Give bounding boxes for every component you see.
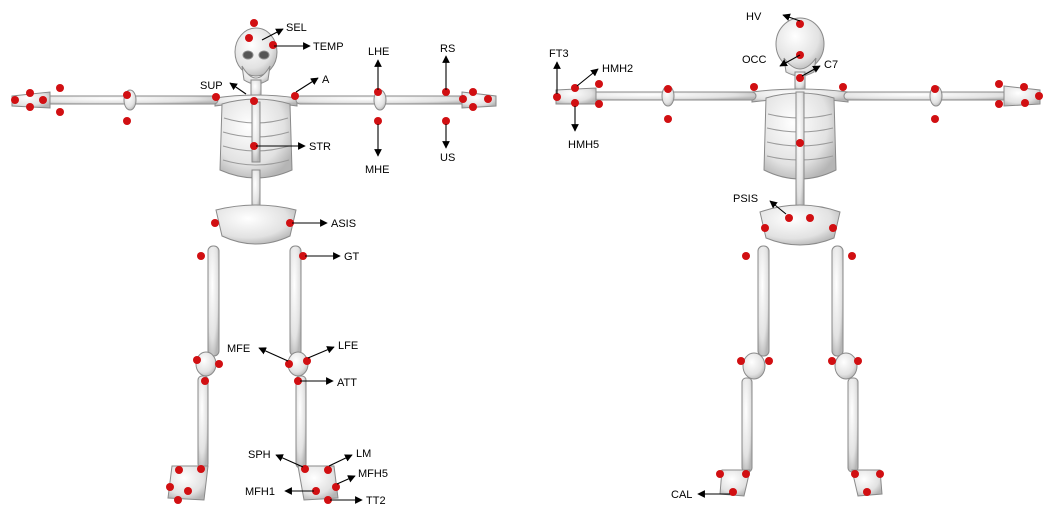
marker-lfe (303, 357, 311, 365)
marker-mfe-left (215, 360, 223, 368)
label-att: ATT (337, 377, 357, 389)
marker-gt-left (197, 252, 205, 260)
marker-foot-l-3 (174, 496, 182, 504)
marker-lm (324, 466, 332, 474)
posterior-skeleton (556, 18, 1040, 496)
marker-hand-post-r-2 (995, 100, 1003, 108)
label-rs: RS (440, 43, 455, 55)
marker-elbow-r-2 (931, 115, 939, 123)
marker-psis (785, 214, 793, 222)
label-lm: LM (356, 448, 371, 460)
marker-hand-post-r-4 (1021, 99, 1029, 107)
marker-knee-post-l-1 (737, 357, 745, 365)
label-sup: SUP (200, 80, 223, 92)
label-tt2: TT2 (366, 495, 386, 507)
label-mfh1: MFH1 (245, 486, 275, 498)
marker-iliac-l (761, 224, 769, 232)
marker-foot-l-1 (166, 483, 174, 491)
marker-hand-post-l-2 (595, 100, 603, 108)
marker-knee-post-r-1 (828, 357, 836, 365)
label-lfe: LFE (338, 340, 358, 352)
marker-hmh5 (571, 99, 579, 107)
marker-hand-r-1 (459, 95, 467, 103)
label-str: STR (309, 141, 331, 153)
label-occ: OCC (742, 54, 767, 66)
label-arrows (230, 15, 820, 500)
label-us: US (440, 152, 455, 164)
marker-ankle-post-r-1 (851, 470, 859, 478)
label-c7: C7 (824, 59, 838, 71)
marker-lhe-left (123, 91, 131, 99)
marker-ankle-post-l-1 (716, 470, 724, 478)
label-mfh5: MFH5 (358, 468, 388, 480)
label-psis: PSIS (733, 193, 758, 205)
label-ft3: FT3 (549, 48, 569, 60)
marker-hand-post-l-1 (595, 80, 603, 88)
marker-us-left (56, 108, 64, 116)
marker-cal-r (863, 488, 871, 496)
label-asis: ASIS (331, 218, 356, 230)
marker-shoulder-post-r (839, 83, 847, 91)
marker-ankle-post-l-2 (742, 470, 750, 478)
marker-mhe (374, 117, 382, 125)
marker-ft3 (553, 93, 561, 101)
marker-mfh5 (332, 483, 340, 491)
marker-t10 (796, 139, 804, 147)
marker-elbow-l-2 (664, 115, 672, 123)
marker-cal (729, 488, 737, 496)
label-hmh2: HMH2 (602, 63, 633, 75)
marker-hand-l-3 (39, 96, 47, 104)
marker-a-left (212, 93, 220, 101)
label-lhe: LHE (368, 46, 389, 58)
marker-hand-r-3 (484, 95, 492, 103)
label-hv: HV (746, 11, 762, 23)
marker-hand-l-2 (26, 89, 34, 97)
marker-temp (269, 41, 277, 49)
label-sel: SEL (286, 22, 307, 34)
marker-shoulder-post-l (750, 83, 758, 91)
label-cal: CAL (671, 489, 692, 501)
label-mhe: MHE (365, 164, 389, 176)
marker-hand-post-r-5 (1035, 92, 1043, 100)
marker-hand-l-1 (11, 96, 19, 104)
label-gt: GT (344, 251, 360, 263)
marker-rs-left (56, 84, 64, 92)
label-hmh5: HMH5 (568, 139, 599, 151)
label-sph: SPH (248, 449, 271, 461)
marker-foot-l-2 (184, 487, 192, 495)
marker-knee-post-l-2 (765, 357, 773, 365)
marker-lfe-left (193, 356, 201, 364)
marker-asis-left (211, 219, 219, 227)
marker-lm-left (175, 466, 183, 474)
marker-sel (250, 19, 258, 27)
marker-sup (250, 97, 258, 105)
marker-elbow-l-1 (664, 85, 672, 93)
marker-head-left (245, 34, 253, 42)
marker-hv (796, 20, 804, 28)
marker-att-left (201, 377, 209, 385)
marker-hand-post-r-3 (1020, 83, 1028, 91)
marker-hand-post-r-1 (995, 80, 1003, 88)
label-mfe: MFE (227, 343, 250, 355)
label-a: A (322, 74, 330, 86)
marker-a (291, 92, 299, 100)
marker-gt-post-r (848, 252, 856, 260)
marker-ankle-post-r-2 (876, 470, 884, 478)
marker-hand-r-4 (469, 103, 477, 111)
marker-elbow-r-1 (931, 85, 939, 93)
marker-iliac-r (829, 224, 837, 232)
marker-hand-l-4 (26, 103, 34, 111)
marker-mfe (285, 360, 293, 368)
label-temp: TEMP (313, 41, 344, 53)
marker-hand-r-2 (469, 88, 477, 96)
marker-psis-r (806, 214, 814, 222)
marker-knee-post-r-2 (854, 357, 862, 365)
marker-gt-post-l (742, 252, 750, 260)
marker-sph-left (197, 465, 205, 473)
marker-mhe-left (123, 117, 131, 125)
marker-us (442, 117, 450, 125)
